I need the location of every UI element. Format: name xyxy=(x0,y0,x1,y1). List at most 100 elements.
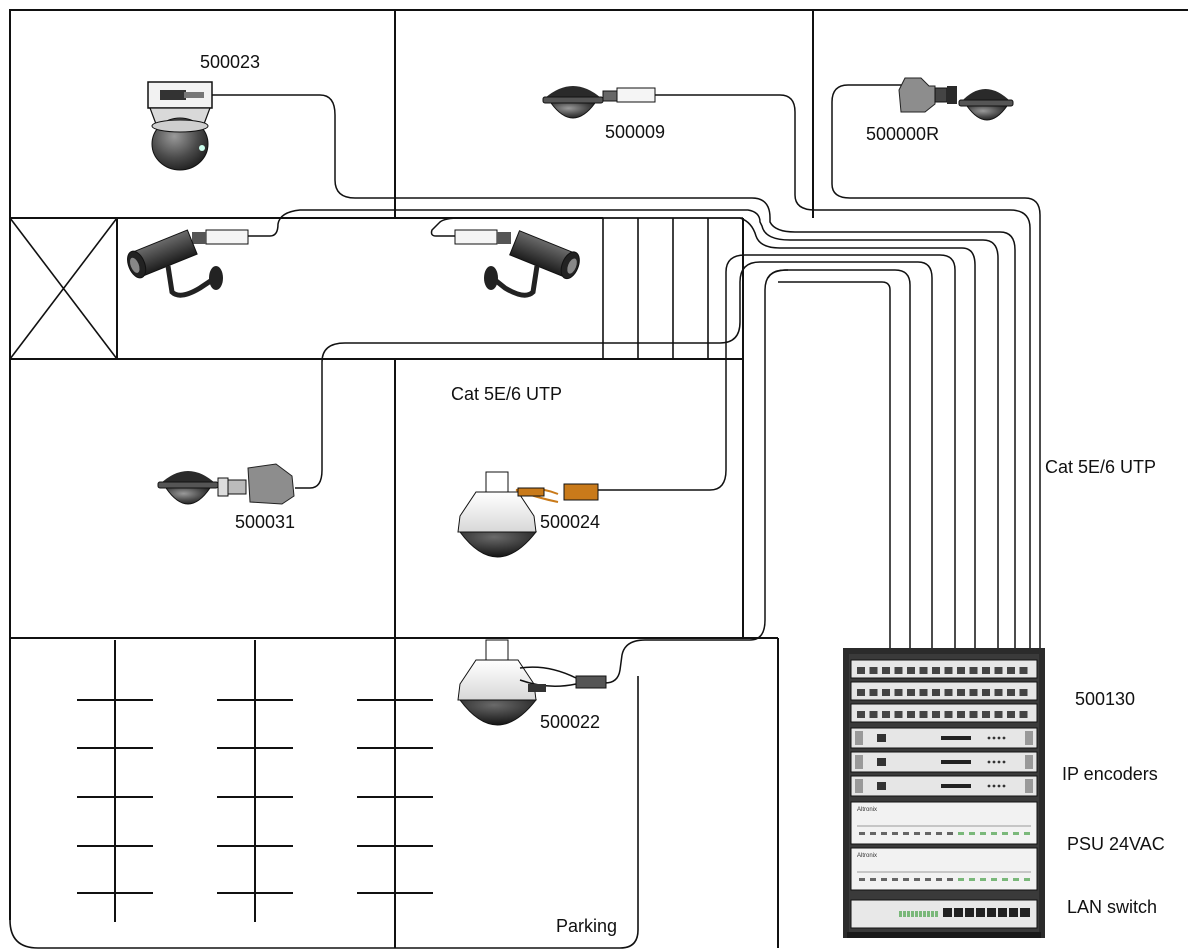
psu-terminal xyxy=(1024,878,1030,881)
label-lan-switch: LAN switch xyxy=(1067,897,1157,917)
psu-terminal xyxy=(903,878,909,881)
label-500024: 500024 xyxy=(540,512,600,532)
psu-unit xyxy=(850,847,1038,891)
psu-terminal xyxy=(980,878,986,881)
ip-encoders[interactable] xyxy=(850,727,1038,797)
patch-port xyxy=(944,711,953,718)
patch-port xyxy=(994,689,1003,696)
patch-port xyxy=(944,667,953,674)
patch-port xyxy=(919,667,928,674)
patch-port xyxy=(932,667,940,674)
psu-terminal xyxy=(1002,832,1008,835)
patch-port xyxy=(907,711,915,718)
pendant-dome-camera-500024[interactable] xyxy=(457,471,599,558)
encoder-ear xyxy=(855,755,863,769)
patch-port xyxy=(982,667,990,674)
dome-camera-500031[interactable] xyxy=(157,463,295,505)
switch-led xyxy=(935,911,938,917)
patch-port xyxy=(957,667,965,674)
encoder-ear xyxy=(1025,779,1033,793)
lan-switch[interactable] xyxy=(850,899,1038,929)
encoder-led xyxy=(992,736,996,740)
encoder-ear xyxy=(855,779,863,793)
encoder-led xyxy=(1002,736,1006,740)
patch-port xyxy=(857,711,865,718)
patch-port xyxy=(1019,711,1028,718)
psu-brand: Altronix xyxy=(857,853,877,859)
switch-led xyxy=(899,911,902,917)
utp-cables xyxy=(210,84,1041,684)
psu-terminal xyxy=(1002,878,1008,881)
patch-port xyxy=(894,667,903,674)
patch-port xyxy=(982,689,990,696)
psu-terminal xyxy=(936,878,942,881)
box-camera-corridor-right[interactable] xyxy=(454,229,583,298)
dome-camera-500000R[interactable] xyxy=(898,77,1014,121)
psu-terminal xyxy=(925,832,931,835)
patch-port xyxy=(957,711,965,718)
switch-led xyxy=(915,911,918,917)
patch-port xyxy=(994,667,1003,674)
switch-port xyxy=(943,908,952,917)
patch-port xyxy=(944,689,953,696)
patch-port xyxy=(894,711,903,718)
patch-port xyxy=(907,667,915,674)
switch-port xyxy=(1009,908,1018,917)
label-cable-right: Cat 5E/6 UTP xyxy=(1045,457,1156,477)
patch-port xyxy=(869,667,878,674)
psu-terminal xyxy=(903,832,909,835)
psu-terminal xyxy=(892,878,898,881)
psu-terminal xyxy=(958,878,964,881)
psu-terminal xyxy=(914,878,920,881)
dome-camera-500009[interactable] xyxy=(542,86,656,119)
psu-terminal xyxy=(969,878,975,881)
label-psu: PSU 24VAC xyxy=(1067,834,1165,854)
psu-terminal xyxy=(947,878,953,881)
patch-port xyxy=(919,689,928,696)
patch-port xyxy=(994,711,1003,718)
switch-led xyxy=(923,911,926,917)
ptz-camera-500023[interactable] xyxy=(147,81,213,171)
encoder-led xyxy=(987,760,991,764)
switch-port xyxy=(954,908,963,917)
box-camera-corridor-left[interactable] xyxy=(124,229,249,298)
patch-port xyxy=(907,689,915,696)
encoder-ear xyxy=(855,731,863,745)
elevator-shaft xyxy=(9,217,118,360)
psu-terminal xyxy=(925,878,931,881)
psu-brand: Altronix xyxy=(857,807,877,813)
encoder-ear xyxy=(1025,731,1033,745)
encoder-led xyxy=(997,736,1001,740)
switch-led xyxy=(907,911,910,917)
patch-port xyxy=(869,711,878,718)
label-500009: 500009 xyxy=(605,122,665,142)
patch-panels-500130[interactable] xyxy=(850,659,1038,723)
patch-port xyxy=(969,667,978,674)
label-500000R: 500000R xyxy=(866,124,939,144)
patch-port xyxy=(882,711,890,718)
encoder-led xyxy=(1002,784,1006,788)
encoder-connector xyxy=(941,736,971,740)
label-cable-center: Cat 5E/6 UTP xyxy=(451,384,562,404)
encoder-led xyxy=(997,784,1001,788)
psu-terminal xyxy=(1013,832,1019,835)
pendant-dome-camera-500022[interactable] xyxy=(457,639,607,726)
encoder-led xyxy=(1002,760,1006,764)
switch-uplink-port xyxy=(1021,908,1030,917)
patch-port xyxy=(932,689,940,696)
switch-led xyxy=(919,911,922,917)
encoder-connector xyxy=(941,784,971,788)
psu-terminal xyxy=(914,832,920,835)
psu-terminal xyxy=(870,832,876,835)
psu-terminal xyxy=(958,832,964,835)
patch-port xyxy=(882,667,890,674)
psu-terminal xyxy=(969,832,975,835)
patch-port xyxy=(894,689,903,696)
label-500022: 500022 xyxy=(540,712,600,732)
patch-port xyxy=(1019,689,1028,696)
psu-unit xyxy=(850,801,1038,845)
